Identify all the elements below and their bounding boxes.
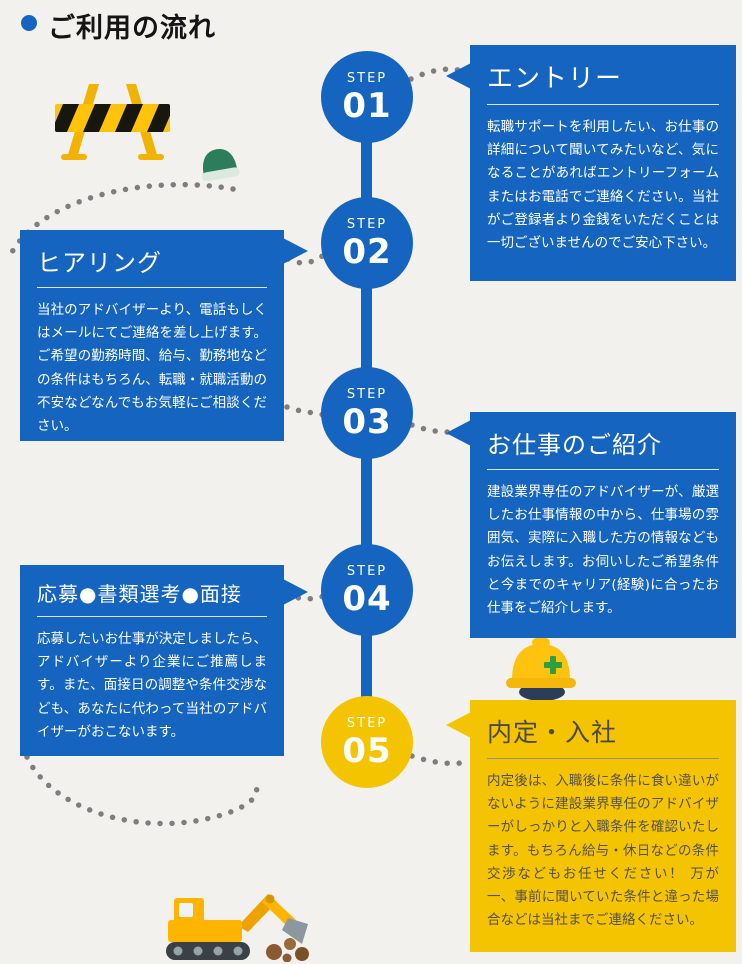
step-2-card: ヒアリング 当社のアドバイザーより、電話もしくはメールにてご連絡を差し上げます。… — [20, 230, 308, 441]
knit-cap-icon — [202, 148, 240, 181]
step-4-number: 04 — [342, 578, 392, 619]
step-3-label: STEP — [346, 386, 388, 402]
title-bullet-icon — [21, 15, 37, 31]
step-1-description: 転職サポートを利用したい、お仕事の詳細について聞いてみたいなど、気になることがあ… — [487, 119, 719, 252]
step-2-description: 当社のアドバイザーより、電話もしくはメールにてご連絡を差し上げます。ご希望の勤務… — [37, 302, 267, 435]
step-3-title: お仕事のご紹介 — [487, 425, 719, 470]
step-2-label: STEP — [346, 216, 388, 232]
step-5-description: 内定後は、入職後に条件に食い違いがないように建設業界専任のアドバイザーがしっかり… — [487, 773, 719, 929]
step-5-label: STEP — [346, 715, 388, 731]
step-1-title: エントリー — [487, 58, 719, 105]
step-4-label: STEP — [346, 563, 388, 579]
step-1-card: エントリー 転職サポートを利用したい、お仕事の詳細について聞いてみたいなど、気に… — [446, 45, 736, 281]
construction-barrier-icon — [55, 84, 170, 160]
step-2-card-tail — [283, 238, 308, 264]
step-2-title: ヒアリング — [37, 243, 267, 288]
step-4-title: 応募●書類選考●面接 — [37, 578, 267, 617]
step-3-badge: STEP 03 — [321, 367, 413, 459]
step-1-number: 01 — [342, 85, 392, 126]
step-3-card: お仕事のご紹介 建設業界専任のアドバイザーが、厳選したお仕事情報の中から、仕事場… — [446, 412, 736, 638]
step-5-title: 内定・入社 — [487, 713, 719, 759]
step-1-label: STEP — [346, 70, 388, 86]
step-1-card-tail — [446, 63, 471, 89]
step-5-badge: STEP 05 — [321, 696, 413, 788]
step-4-description: 応募したいお仕事が決定しましたら、アドバイザーより企業にご推薦します。また、面接… — [37, 631, 267, 740]
step-5-card-tail — [446, 712, 471, 738]
step-5-number: 05 — [342, 730, 392, 771]
hard-hat-icon — [506, 638, 576, 701]
step-4-card: 応募●書類選考●面接 応募したいお仕事が決定しましたら、アドバイザーより企業にご… — [20, 565, 308, 756]
step-3-number: 03 — [342, 401, 392, 442]
step-2-number: 02 — [342, 231, 392, 272]
step-4-card-tail — [283, 579, 308, 605]
excavator-icon — [166, 894, 309, 962]
step-1-badge: STEP 01 — [321, 51, 413, 143]
page-title: ご利用の流れ — [48, 13, 216, 44]
step-3-card-tail — [446, 420, 471, 446]
step-2-badge: STEP 02 — [321, 197, 413, 289]
step-4-badge: STEP 04 — [321, 544, 413, 636]
step-5-card: 内定・入社 内定後は、入職後に条件に食い違いがないように建設業界専任のアドバイザ… — [446, 700, 736, 952]
step-3-description: 建設業界専任のアドバイザーが、厳選したお仕事情報の中から、仕事場の雰囲気、実際に… — [487, 484, 719, 617]
